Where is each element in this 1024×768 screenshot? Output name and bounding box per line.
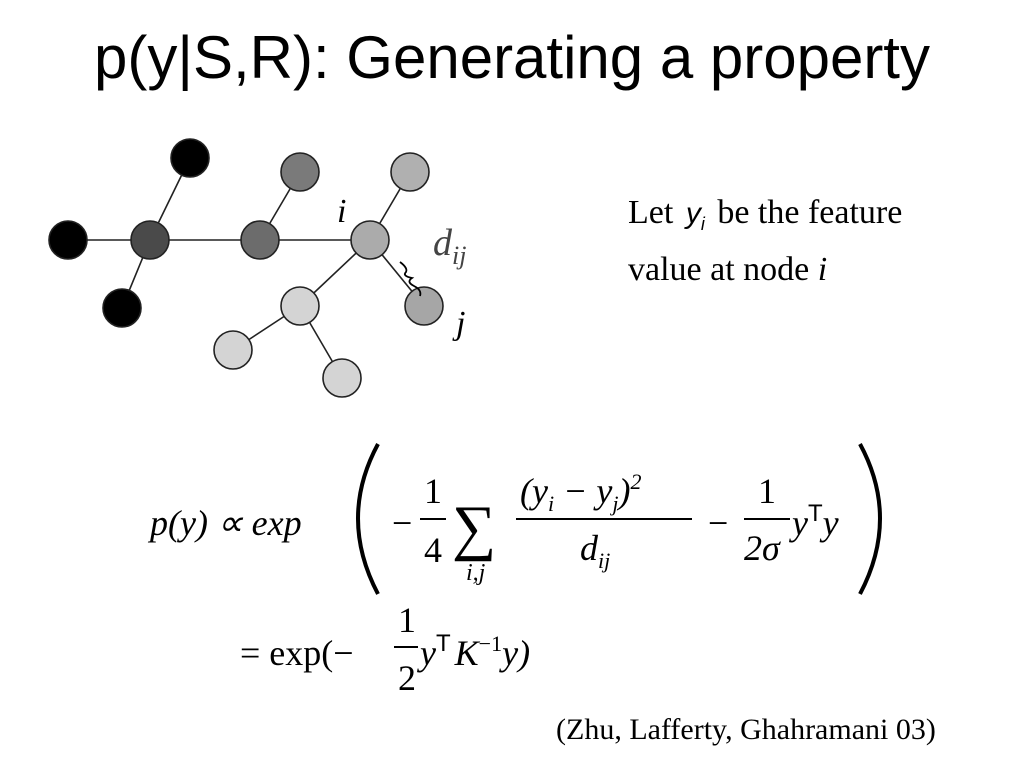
node-j — [404, 286, 444, 326]
eq-lhs: p(y) ∝ exp — [147, 503, 302, 543]
label-i: i — [337, 193, 346, 230]
eq-yty: yTy — [789, 500, 839, 543]
node — [130, 220, 170, 260]
node — [240, 220, 280, 260]
eq-line2-start: = exp(− — [240, 633, 354, 673]
definition-note: Let yi be the feature value at node i — [628, 190, 1008, 293]
label-d: d — [433, 222, 453, 264]
frac-half-num: 1 — [398, 600, 416, 640]
frac-main-num: (yi − yj)2 — [520, 469, 642, 516]
frac-quarter-num: 1 — [424, 471, 442, 511]
big-paren-right — [858, 443, 882, 595]
note-node: i — [817, 251, 828, 288]
label-dij: dij — [433, 222, 466, 270]
node — [102, 288, 142, 328]
distance-brace — [399, 261, 422, 297]
node — [48, 220, 88, 260]
graph-nodes — [48, 138, 444, 398]
node — [213, 330, 253, 370]
note-prefix: Let — [628, 194, 674, 231]
node — [280, 286, 320, 326]
frac-main-den: dij — [580, 528, 610, 573]
note-middle: be the feature — [717, 194, 903, 231]
frac-half-den: 2 — [398, 658, 416, 698]
eq-minus-2: − — [708, 503, 728, 543]
node-i — [350, 220, 390, 260]
frac-quarter-den: 4 — [424, 530, 442, 570]
sum-sub: i,j — [466, 560, 486, 586]
node — [322, 358, 362, 398]
frac-sigma-num: 1 — [758, 471, 776, 511]
big-paren-left — [356, 443, 380, 595]
note-variable: yi — [685, 197, 705, 234]
note-line2: value at node — [628, 251, 810, 288]
frac-sigma-den: 2σ — [744, 528, 781, 568]
node — [390, 152, 430, 192]
node — [280, 152, 320, 192]
label-d-sub: ij — [452, 241, 466, 270]
slide-title: p(y|S,R): Generating a property — [94, 24, 930, 91]
citation: (Zhu, Lafferty, Ghahramani 03) — [556, 713, 936, 746]
eq-minus: − — [392, 503, 412, 543]
label-j: j — [452, 305, 465, 342]
node — [170, 138, 210, 178]
sum-sign: ∑ — [452, 494, 496, 562]
